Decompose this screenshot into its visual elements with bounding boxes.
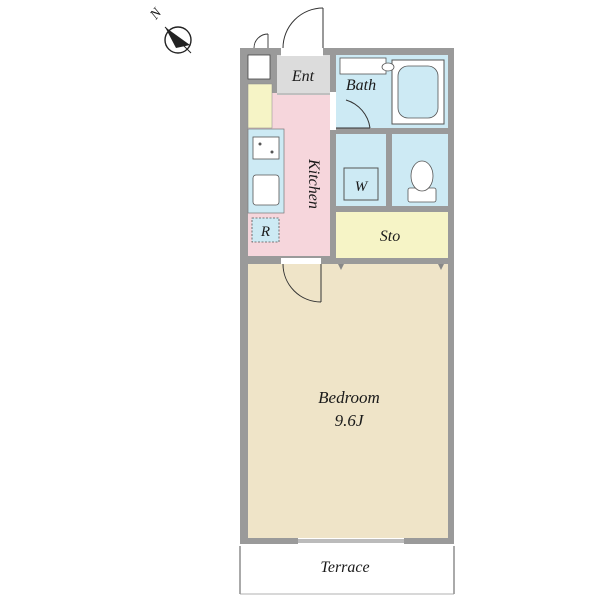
storage-label: Sto [380,228,400,245]
bath-door [336,99,371,129]
entrance-room [277,55,330,93]
kitchen-label: Kitchen [305,158,322,209]
bath-door-opening [330,92,336,130]
window [298,539,404,543]
sink-icon [252,136,280,160]
bedroom-door-opening [281,258,321,264]
toilet-icon [407,160,437,203]
partition-entrance-kitchen [277,93,330,95]
north-arrow-icon [164,26,192,54]
refrigerator-box [251,217,280,243]
washer-box [343,167,379,201]
storage-room [336,212,448,258]
entrance-label: Ent [291,68,315,85]
bath-label: Bath [346,77,376,94]
stove-icon [252,174,280,206]
bathtub-icon [391,59,445,125]
compass: N [147,5,192,54]
bedroom-room [248,264,448,538]
bath-basin-icon [339,57,395,75]
refrigerator-label: R [260,224,270,240]
closet-door [253,33,269,49]
entrance-door [282,7,324,49]
bedroom-door [282,263,322,303]
partition-wash-toilet [386,134,392,206]
compass-north-label: N [147,5,166,23]
partition-wash-storage [336,206,448,212]
partition-storage-bedroom [240,258,454,264]
storage-marks [338,264,444,270]
shoe-closet [247,54,271,80]
kitchen-shelf [247,83,273,129]
window-opening [298,538,404,544]
partition-bath-wash [336,128,448,134]
bedroom-size-label: 9.6J [335,411,365,430]
entrance-door-opening [281,48,323,56]
washer-label: W [355,179,369,195]
terrace-label: Terrace [320,559,369,576]
bedroom-label: Bedroom [318,388,380,407]
terrace-area [239,546,455,595]
partition-kitchen-bath [330,48,336,264]
